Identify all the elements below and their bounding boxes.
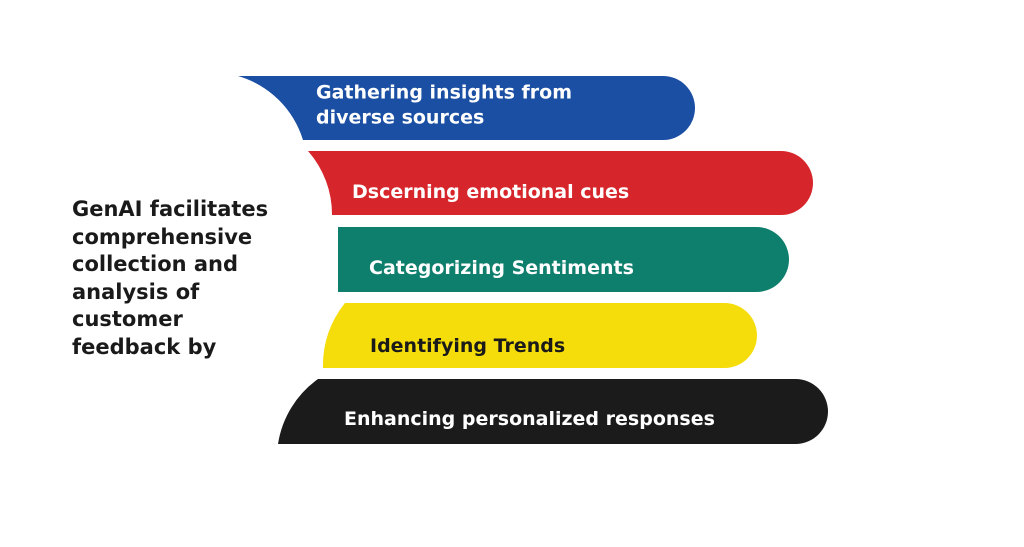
band-shape: [308, 151, 813, 215]
band-label: Gathering insights from diverse sources: [316, 82, 572, 129]
band-item-3: Categorizing Sentiments: [338, 227, 789, 292]
band-label: Categorizing Sentiments: [369, 257, 634, 279]
band-label-line: Categorizing Sentiments: [369, 257, 634, 279]
band-shape: [238, 76, 695, 140]
band-label: Identifying Trends: [370, 335, 565, 357]
band-item-4: Identifying Trends: [322, 303, 757, 368]
band-item-1: Gathering insights from diverse sources: [238, 76, 695, 140]
band-item-5: Enhancing personalized responses: [278, 379, 828, 444]
band-label-line: Identifying Trends: [370, 335, 565, 357]
band-shape: [278, 379, 828, 444]
band-item-2: Dscerning emotional cues: [308, 151, 813, 215]
band-label-line: diverse sources: [316, 107, 484, 129]
band-label-line: Enhancing personalized responses: [344, 408, 715, 430]
band-shape: [338, 227, 789, 292]
band-label-line: Gathering insights from: [316, 82, 572, 104]
band-label-line: Dscerning emotional cues: [352, 181, 629, 203]
band-shape: [322, 303, 757, 368]
intro-text: GenAI facilitates comprehensive collecti…: [72, 197, 269, 359]
band-label: Enhancing personalized responses: [344, 408, 715, 430]
band-label: Dscerning emotional cues: [352, 181, 629, 203]
